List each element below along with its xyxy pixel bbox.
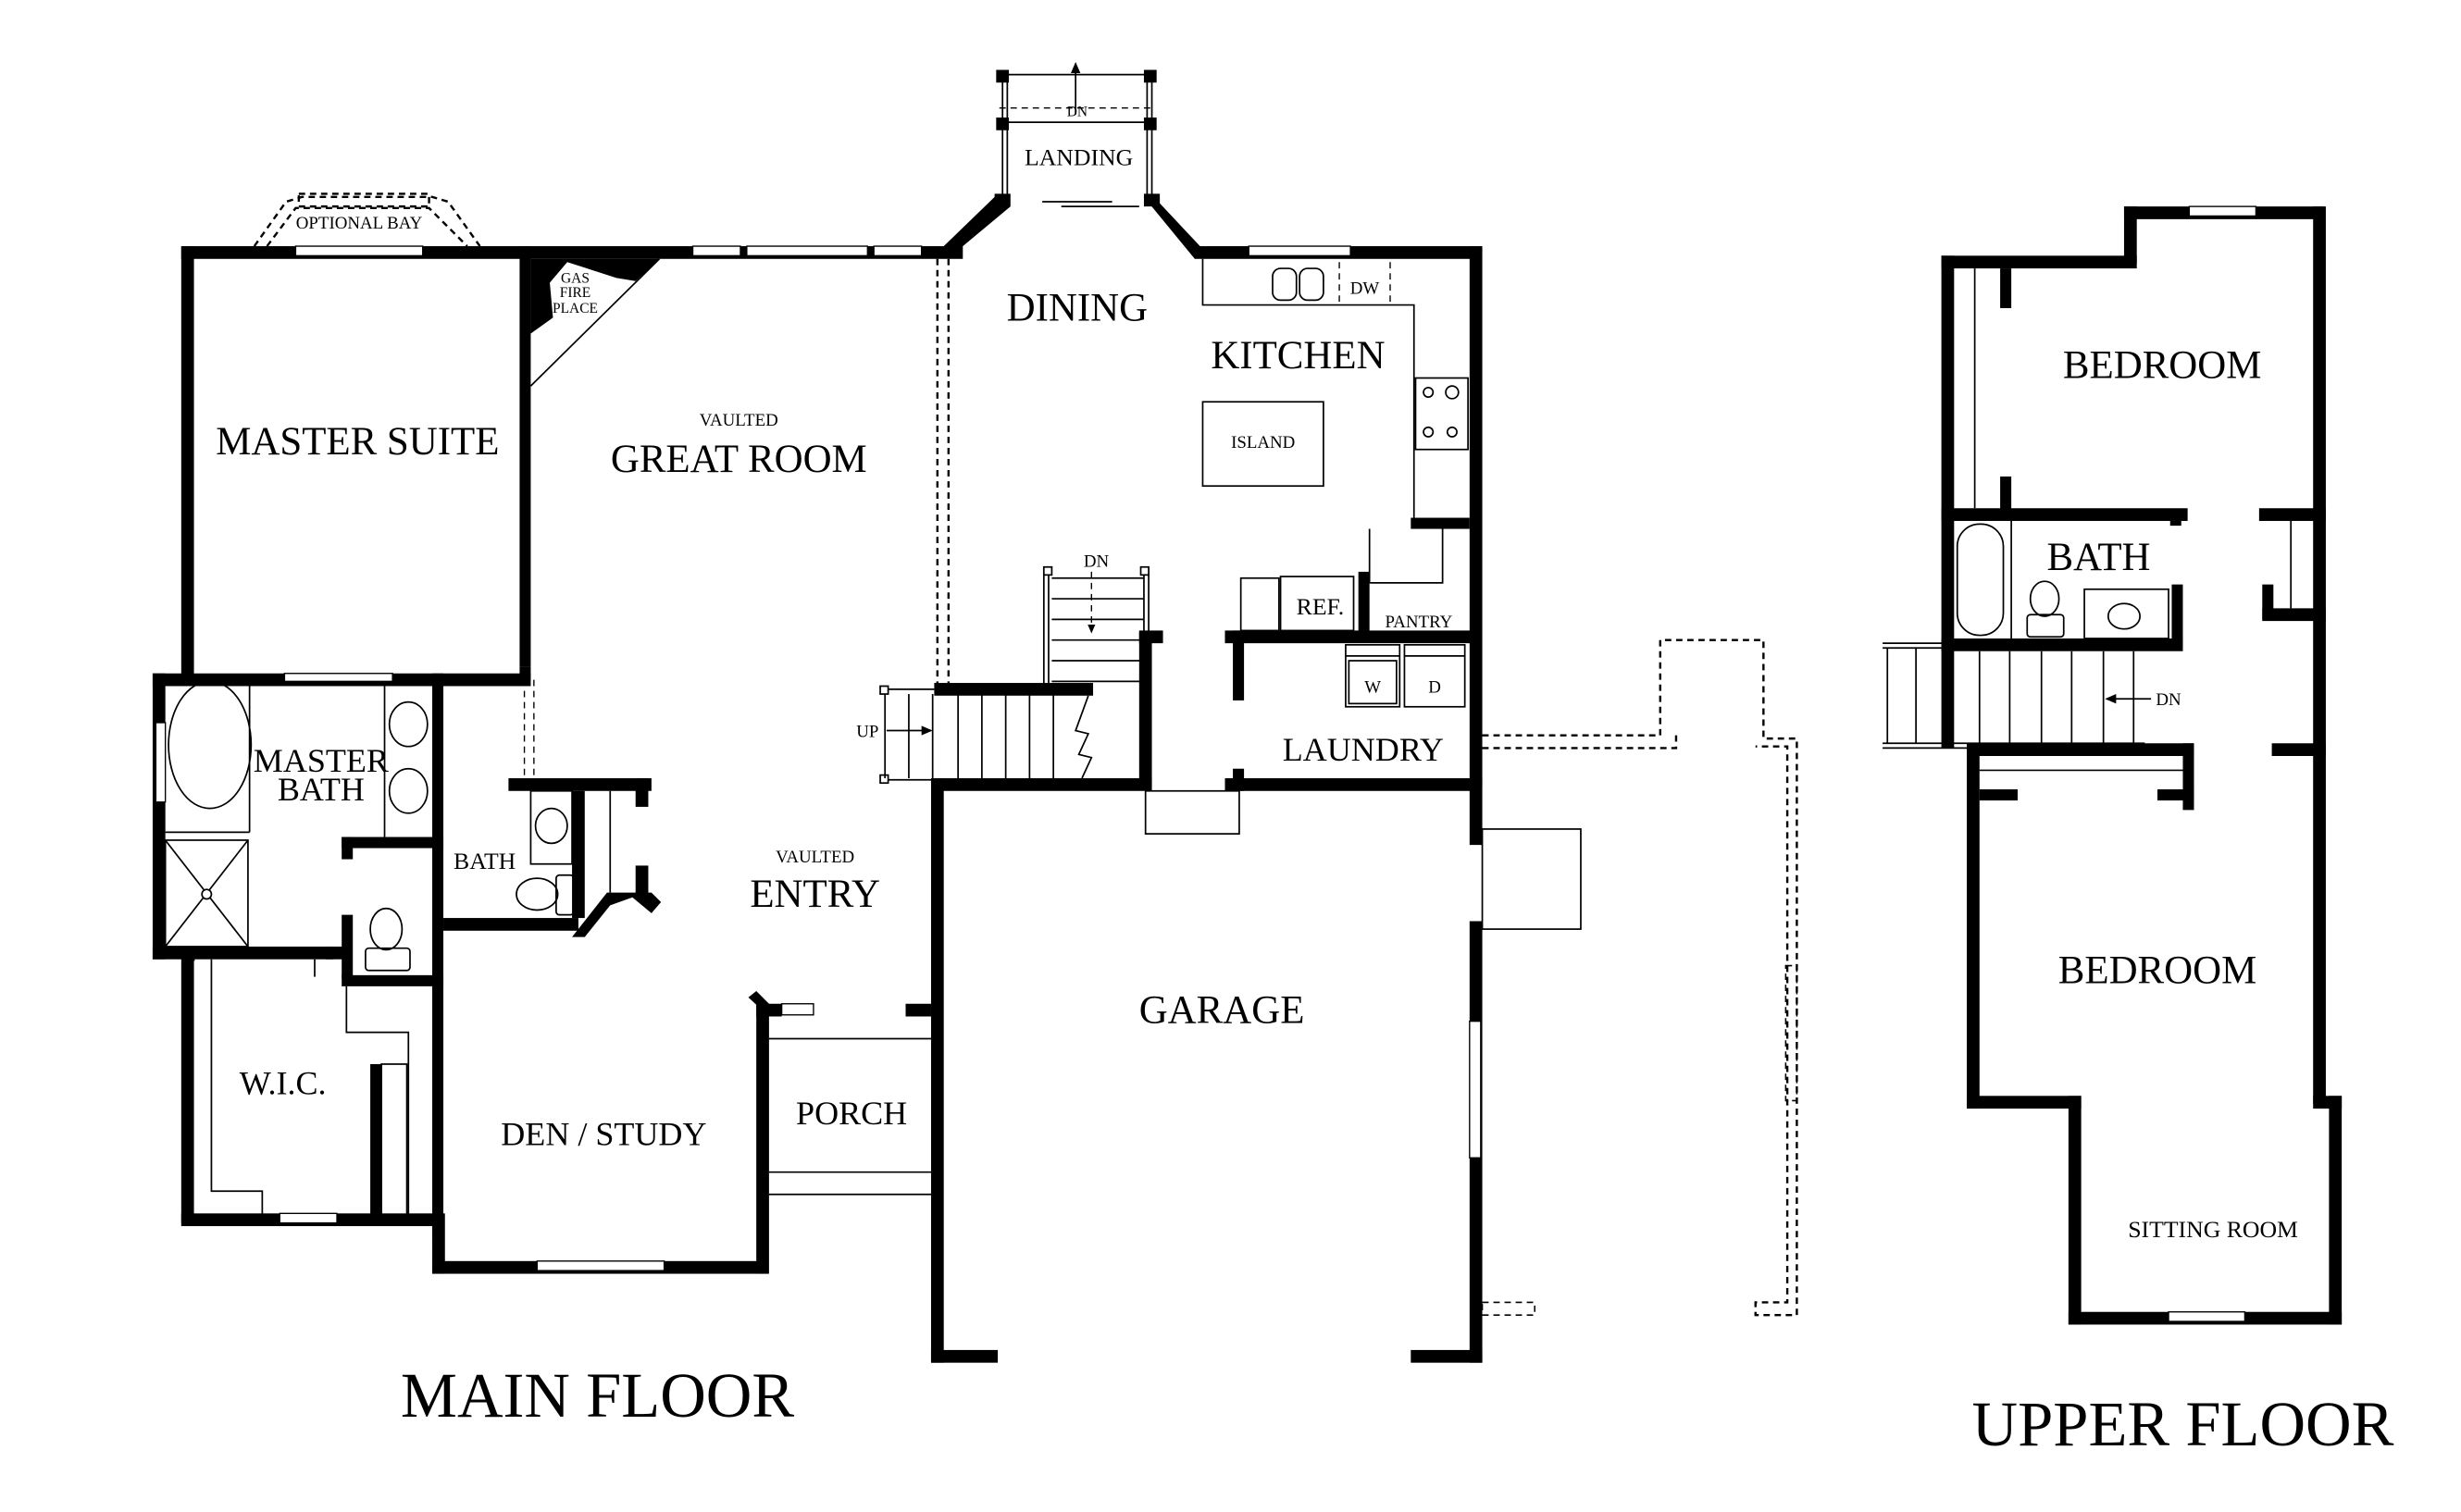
entry-vaulted-label: VAULTED [776,848,854,867]
powder-bath: BATH [443,666,662,937]
landing-area: DN LANDING [943,61,1208,259]
gas-fireplace-label: FIRE [560,285,590,301]
great-room-vaulted-label: VAULTED [700,411,778,430]
landing-label: LANDING [1025,144,1133,171]
upper-floor-plan: DN BEDROOM BATH BEDROOM SITTING ROOM UPP… [1883,205,2394,1459]
master-bath-label: BATH [278,771,365,808]
upper-bedroom-2-label: BEDROOM [2058,948,2256,992]
window [691,245,741,257]
basement-stair: DN [1042,552,1163,788]
island-label: ISLAND [1231,433,1295,452]
gas-fireplace: GAS FIRE PLACE [529,258,661,387]
laundry-room: W D LAUNDRY [1224,630,1481,791]
garage: GARAGE [930,778,1582,1363]
patio-outline [1482,638,1798,1317]
master-suite-walls [180,245,963,675]
main-floor-title: MAIN FLOOR [401,1360,794,1431]
sitting-room-label: SITTING ROOM [2128,1216,2298,1243]
entry-label: ENTRY [750,873,880,916]
great-room-label: GREAT ROOM [611,438,867,481]
master-bath-label: MASTER [254,742,389,779]
refrigerator-label: REF. [1297,593,1345,620]
upper-stair-dn-label: DN [2156,690,2181,710]
wic-label: W.I.C. [240,1065,327,1102]
pantry-label: PANTRY [1386,613,1453,632]
dining-label: DINING [1007,287,1148,330]
bath-label: BATH [454,848,516,874]
walk-in-closet: W.I.C. [180,946,439,1227]
master-suite-label: MASTER SUITE [216,420,499,464]
garage-label: GARAGE [1139,988,1305,1032]
washer-label: W [1364,677,1381,697]
porch-label: PORCH [796,1095,907,1132]
dishwasher-label: DW [1350,279,1380,299]
master-bath-walls: MASTER BATH [152,673,531,1239]
kitchen-label: KITCHEN [1211,334,1385,378]
gas-fireplace-label: PLACE [553,301,598,316]
window [294,245,424,257]
basement-stair-dn-label: DN [1084,552,1110,572]
main-floor-plan: GAS FIRE PLACE DN LANDING [152,61,1798,1431]
laundry-label: LAUNDRY [1283,731,1444,768]
up-stair: UP [856,683,1240,835]
landing-stair-dn-label: DN [1067,104,1088,119]
window [1248,245,1351,257]
kitchen-walls: DW ISLAND PANTRY REF. [1194,245,1483,787]
upper-bedroom-1-label: BEDROOM [2063,343,2261,387]
dryer-label: D [1428,677,1441,697]
upper-bath-label: BATH [2046,536,2150,579]
up-stair-label: UP [856,722,878,741]
window [746,245,868,257]
optional-bay-label: OPTIONAL BAY [296,214,423,233]
entry-den-porch: DEN / STUDY PORCH [432,991,931,1274]
kitchen-island [1201,401,1324,488]
den-study-label: DEN / STUDY [501,1116,706,1153]
upper-floor-title: UPPER FLOOR [1972,1389,2394,1459]
gas-fireplace-label: GAS [561,271,590,287]
window [873,245,923,257]
upper-stair: DN [1883,642,2181,750]
optional-bay-outline [253,192,481,247]
